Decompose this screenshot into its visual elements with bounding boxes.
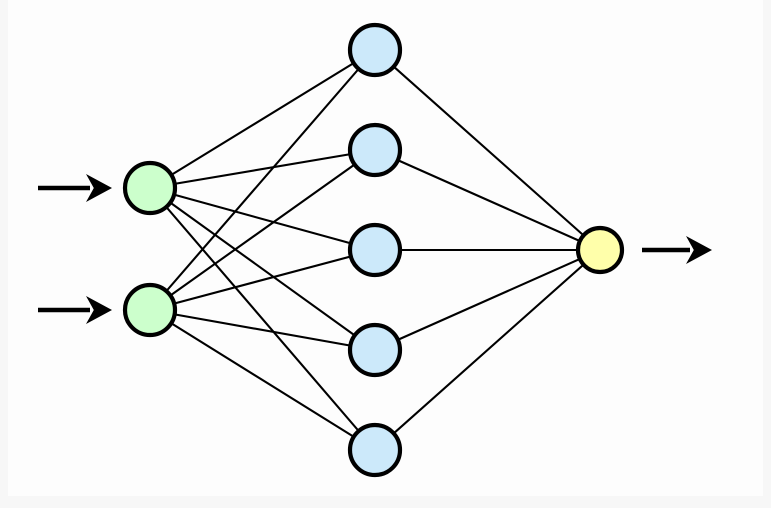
output-arrow-1	[642, 236, 712, 264]
input-arrow-2	[38, 296, 112, 324]
hidden-node-3[interactable]	[347, 222, 403, 278]
edge-i2-h4	[148, 308, 377, 352]
edge-h5-o1	[373, 248, 602, 452]
edge-i2-h3	[148, 248, 377, 312]
hidden-node-2[interactable]	[347, 122, 403, 178]
edge-i1-h1	[148, 48, 377, 190]
hidden-node-4[interactable]	[347, 322, 403, 378]
nodes-group	[122, 22, 625, 478]
arrows-group	[38, 174, 712, 324]
hidden-node-1[interactable]	[347, 22, 403, 78]
input-node-1[interactable]	[122, 160, 178, 216]
input-arrow-1	[38, 174, 112, 202]
output-node-1[interactable]	[575, 225, 625, 275]
edge-i2-h2	[148, 148, 377, 312]
edge-i1-h2	[148, 148, 377, 190]
input-arrow-2-head	[86, 296, 112, 324]
input-arrow-1-head	[86, 174, 112, 202]
hidden-layer	[347, 22, 403, 478]
edges-group	[148, 48, 602, 452]
edge-i1-h3	[148, 186, 377, 252]
edge-i2-h5	[148, 308, 377, 452]
input-node-2[interactable]	[122, 282, 178, 338]
input-layer	[122, 160, 178, 338]
output-arrow-1-head	[686, 236, 712, 264]
edge-h2-o1	[373, 148, 602, 252]
hidden-node-5[interactable]	[347, 422, 403, 478]
edge-h1-o1	[373, 48, 602, 252]
edge-i1-h4	[148, 186, 377, 352]
edge-i1-h5	[148, 186, 377, 452]
edge-h4-o1	[373, 248, 602, 352]
output-layer	[575, 225, 625, 275]
edge-i2-h1	[148, 48, 377, 312]
